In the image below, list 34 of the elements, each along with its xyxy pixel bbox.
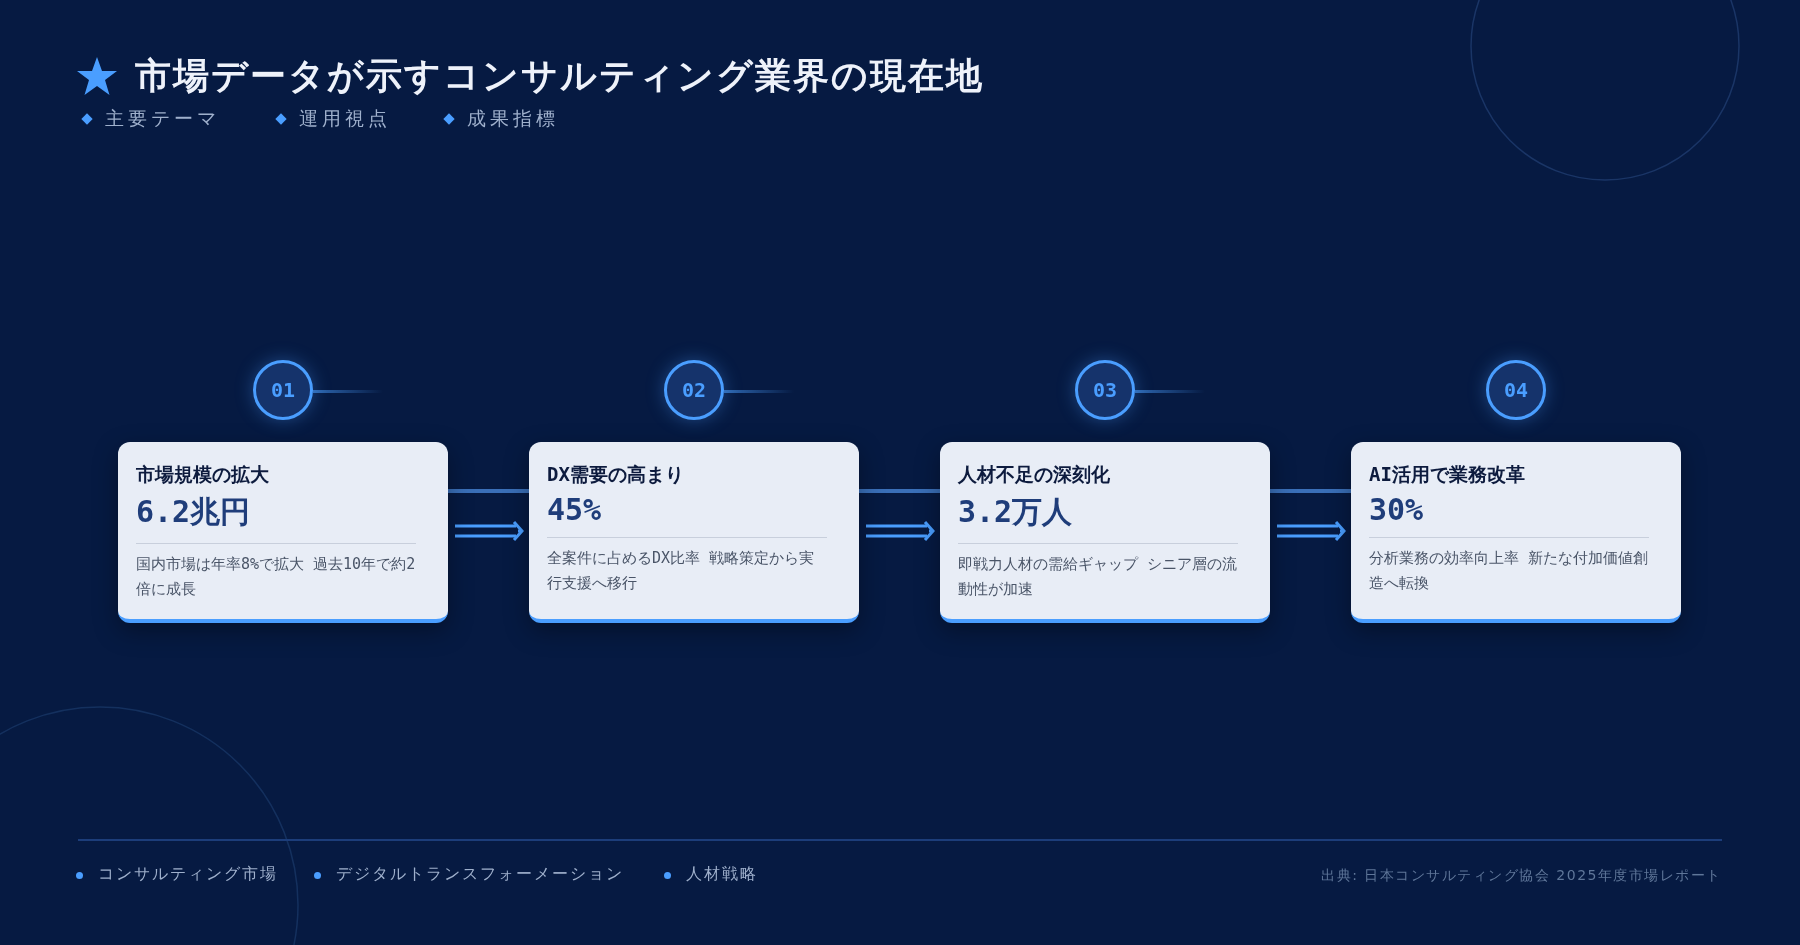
metric-value: 45% <box>547 492 602 527</box>
double-arrow <box>1275 520 1346 542</box>
card-description: 即戦力人材の需給ギャップ シニア層の流動性が加速 <box>958 543 1238 602</box>
info-card <box>118 442 448 623</box>
info-card <box>940 442 1270 623</box>
card-title: 人材不足の深刻化 <box>958 462 1110 487</box>
source-note: 出典: 日本コンサルティング協会 2025年度市場レポート <box>1321 867 1722 885</box>
keyword-tag: コンサルティング市場 <box>98 864 278 885</box>
step-number-circle: 03 <box>1075 360 1135 420</box>
theme-tag: 運用視点 <box>299 106 391 132</box>
step-number-circle: 02 <box>664 360 724 420</box>
card-title: DX需要の高まり <box>547 462 684 487</box>
keyword-tag: 人材戦略 <box>686 864 758 885</box>
connector-line <box>448 489 529 493</box>
double-arrow <box>453 520 524 542</box>
metric-value: 6.2兆円 <box>136 493 251 531</box>
info-card <box>529 442 859 623</box>
card-description: 分析業務の効率向上率 新たな付加価値創造へ転換 <box>1369 537 1649 596</box>
connector-line <box>1270 489 1351 493</box>
connector-line <box>859 489 940 493</box>
card-title: 市場規模の拡大 <box>136 462 269 487</box>
step-number-circle: 04 <box>1486 360 1546 420</box>
double-arrow <box>864 520 935 542</box>
keyword-tag: デジタルトランスフォーメーション <box>336 864 624 885</box>
step-number-circle: 01 <box>253 360 313 420</box>
card-description: 国内市場は年率8%で拡大 過去10年で約2倍に成長 <box>136 543 416 602</box>
metric-value: 3.2万人 <box>958 493 1073 531</box>
theme-tag: 成果指標 <box>467 106 559 132</box>
theme-tag: 主要テーマ <box>105 106 220 132</box>
title: 市場データが示すコンサルティング業界の現在地 <box>135 54 984 98</box>
card-description: 全案件に占めるDX比率 戦略策定から実行支援へ移行 <box>547 537 827 596</box>
metric-value: 30% <box>1369 492 1424 527</box>
card-title: AI活用で業務改革 <box>1369 462 1525 487</box>
info-card <box>1351 442 1681 623</box>
